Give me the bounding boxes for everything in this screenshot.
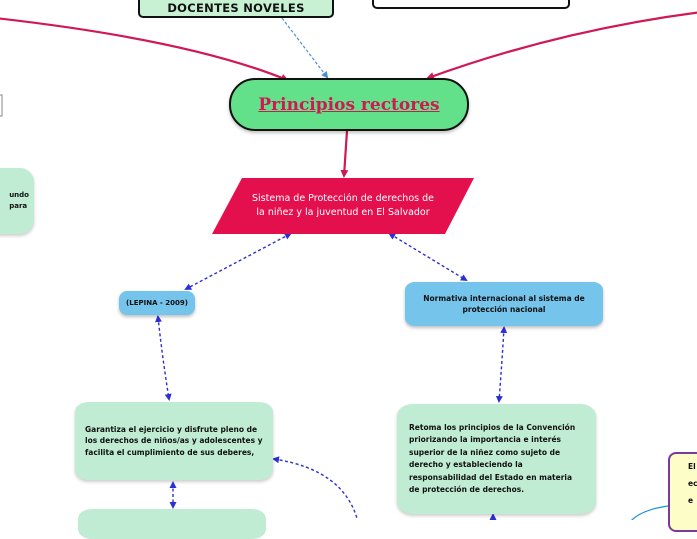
garantiza-label: Garantiza el ejercicio y disfrute pleno …	[85, 424, 263, 457]
empty-top-node[interactable]	[372, 0, 570, 9]
connector-right-curve	[426, 11, 697, 80]
docentes-noveles-label: DOCENTES NOVELES	[167, 1, 305, 15]
sistema-proteccion-node[interactable]: Sistema de Protección de derechos de la …	[212, 178, 474, 234]
sistema-shape	[212, 178, 474, 234]
bottom-partial-node[interactable]	[78, 509, 266, 539]
connector-sistema-normativa	[388, 232, 468, 282]
connector-garantiza-lower-right	[272, 456, 359, 520]
connector-right-lower	[631, 505, 669, 520]
docentes-noveles-node[interactable]: DOCENTES NOVELES	[138, 0, 334, 18]
connector-docentes-principios	[281, 17, 329, 79]
connector-normativa-retoma	[495, 326, 508, 403]
principios-rectores-label: Principios rectores	[258, 94, 440, 115]
mind-map-canvas	[0, 11, 697, 520]
normativa-internacional-node[interactable]: Normativa internacional al sistema de pr…	[405, 282, 603, 326]
connector-left-curve	[0, 17, 289, 82]
principios-rectores-node[interactable]: Principios rectores	[229, 78, 469, 131]
retoma-principios-node[interactable]: Retoma los principios de la Convención p…	[397, 404, 596, 514]
connector-lepina-garantiza	[155, 315, 172, 401]
garantiza-node[interactable]: Garantiza el ejercicio y disfrute pleno …	[75, 402, 273, 480]
connector-sistema-lepina	[184, 233, 292, 290]
retoma-principios-label: Retoma los principios de la Convención p…	[409, 422, 576, 495]
connector-principios-sistema	[340, 130, 349, 178]
lepina-label: (LEPINA - 2009)	[126, 299, 188, 307]
sistema-proteccion-label: Sistema de Protección de derechos de la …	[252, 193, 434, 218]
lepina-node[interactable]: (LEPINA - 2009)	[119, 291, 195, 315]
normativa-internacional-label: Normativa internacional al sistema de pr…	[423, 294, 585, 314]
left-edge-fragment	[0, 94, 3, 117]
